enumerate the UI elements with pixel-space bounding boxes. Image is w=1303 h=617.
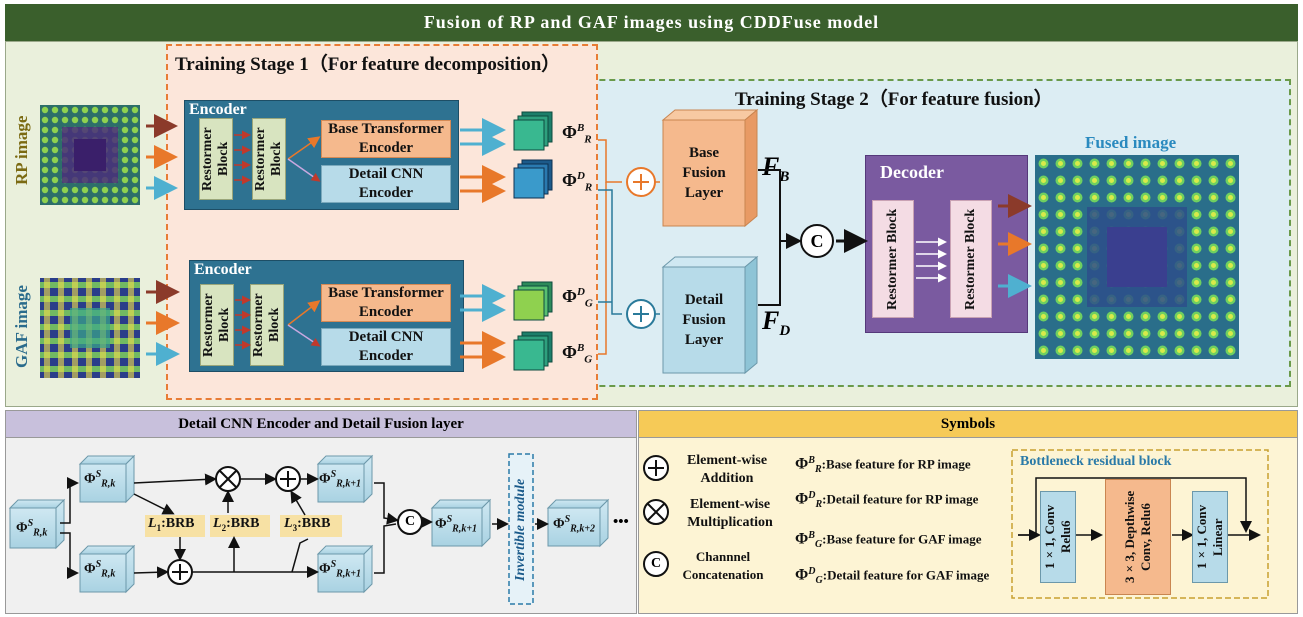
cube-rk-top [78,454,136,504]
base-encoder-line2: Encoder [358,304,414,320]
phi-rk1-mid-label: ΦSR,k+1 [435,514,478,535]
f-b-label: FB [762,152,790,186]
fused-image [1035,155,1239,359]
cube-input [8,498,66,550]
phi-rk1-top-label: ΦSR,k+1 [319,469,362,490]
detail-cnn-encoder-rp: Detail CNN Encoder [321,165,451,203]
concat-op-label: C [404,514,416,529]
detail-encoder-line2: Encoder [358,348,414,364]
def-gaf-base: ΦBG:Base feature for GAF image [795,530,982,550]
stage-1-title: Training Stage 1（For feature decompositi… [175,54,561,75]
decoder-title: Decoder [880,162,944,182]
stage-2-title: Training Stage 2（For feature fusion） [735,89,1053,110]
main-arrows [146,114,1032,369]
phi-rp-base-label: ΦBR [562,122,592,146]
def-rp-detail: ΦDR:Detail feature for RP image [795,490,979,510]
brb-label-3: L3:BRB [284,516,331,533]
brb-label-2: L2:BRB [213,516,260,533]
cube-rk1-bottom [316,544,374,594]
mul-symbol-icon [643,499,669,525]
f-d-label: FD [762,306,791,340]
bottleneck-title: Bottleneck residual block [1020,454,1172,469]
phi-gaf-base-label: ΦBG [562,342,593,366]
rp-image [40,105,140,205]
concat-symbol-letter: C [650,556,662,571]
symbols-panel-title: Symbols [638,410,1298,438]
brb-box-1 [145,515,205,537]
brb-box-3 [280,515,342,537]
detail-fusion-line2: Fusion [682,312,726,328]
phi-rk1-bottom-label: ΦSR,k+1 [319,559,362,580]
encoder-rp-title: Encoder [189,101,247,118]
gaf-image [40,278,140,378]
cube-rk-bottom [78,544,136,594]
detail-fusion-cuboid [661,255,759,375]
cube-rk1-top [316,454,374,504]
detail-encoder-line1: Detail CNN [348,166,424,182]
detail-cnn-encoder-gaf: Detail CNN Encoder [321,328,451,366]
rp-detail-feature-stack [513,159,553,199]
base-encoder-line1: Base Transformer [328,285,444,301]
rp-base-feature-stack [513,111,553,151]
def-rp-base: ΦBR:Base feature for RP image [795,455,971,475]
symbols-glyphs [643,449,1269,599]
phi-gaf-detail-label: ΦDG [562,286,593,310]
invertible-module-label: Invertible module [513,478,528,582]
continuation-dots: ••• [613,514,629,530]
base-encoder-line2: Encoder [358,140,414,156]
phi-rk-input-label: ΦSR,k [16,518,48,539]
gaf-detail-feature-stack [513,281,553,321]
phi-rk-bottom-label: ΦSR,k [84,559,116,580]
cube-rk2 [546,498,610,548]
gaf-feature-stacks [513,281,553,371]
detail-fusion-line1: Detail [684,292,724,308]
detail-encoder-flow [8,453,610,605]
symbols-panel [638,410,1298,614]
detail-encoder-line1: Detail CNN [348,329,424,345]
base-fusion-line1: Base [689,145,719,161]
rp-feature-stacks [513,111,553,199]
cube-rk1-mid [430,498,492,548]
bottleneck-conv1: 1×1, Conv Relu6 [1040,491,1076,583]
page-title: Fusion of RP and GAF images using CDDFus… [5,4,1298,41]
base-fusion-layer: Base Fusion Layer [663,120,745,226]
phi-rk2-label: ΦSR,k+2 [553,514,596,535]
gaf-base-feature-stack [513,331,553,371]
bottleneck-conv2: 1×1, Conv Linear [1192,491,1228,583]
def-gaf-detail: ΦDG:Detail feature for GAF image [795,566,990,586]
brb-label-1: L1:BRB [148,516,195,533]
concat-symbol-icon [643,551,669,577]
base-transformer-encoder-rp: Base Transformer Encoder [321,120,451,158]
base-encoder-line1: Base Transformer [328,121,444,137]
detail-encoder-panel-title: Detail CNN Encoder and Detail Fusion lay… [5,410,637,438]
detail-encoder-line2: Encoder [358,185,414,201]
base-transformer-encoder-gaf: Base Transformer Encoder [321,284,451,322]
detail-fusion-layer: Detail Fusion Layer [663,267,745,373]
encoder-gaf-title: Encoder [194,261,252,278]
bottleneck-box [1011,449,1269,599]
fused-image-title: Fused image [1085,133,1177,152]
invertible-module-box [508,453,534,605]
base-fusion-line3: Layer [684,185,724,201]
base-fusion-cuboid [661,108,759,228]
add-symbol-icon [643,455,669,481]
detail-fusion-line3: Layer [684,332,724,348]
base-fusion-line2: Fusion [682,165,726,181]
brb-box-2 [210,515,270,537]
phi-rp-detail-label: ΦDR [562,170,593,194]
phi-rk-top-label: ΦSR,k [84,469,116,490]
bottleneck-depthwise: 3×3, Depthwise Conv, Relu6 [1105,479,1171,595]
